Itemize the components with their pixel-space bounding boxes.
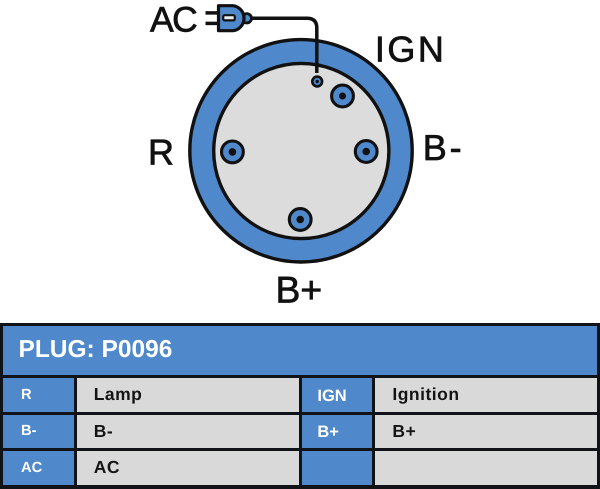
svg-text:AC: AC — [150, 0, 197, 39]
svg-text:B+: B+ — [276, 268, 323, 310]
svg-text:B-: B- — [423, 127, 465, 168]
svg-text:R: R — [148, 131, 174, 172]
svg-text:IGN: IGN — [375, 29, 447, 70]
